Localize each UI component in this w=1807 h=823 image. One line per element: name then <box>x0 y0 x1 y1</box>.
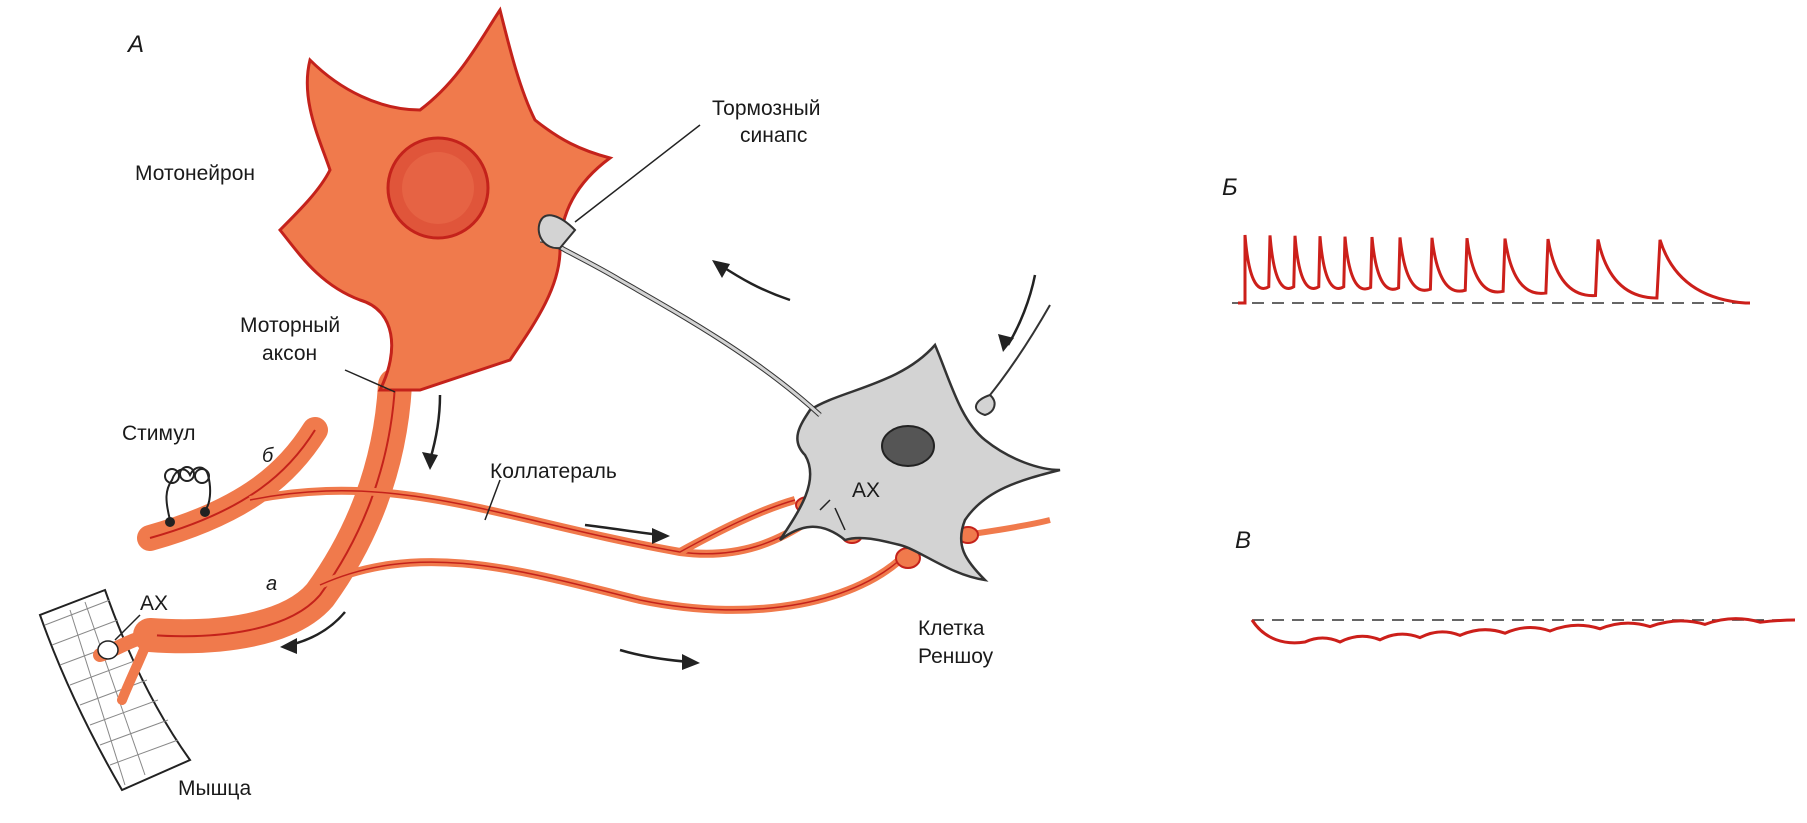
inhibitory-axon-fill <box>539 238 822 417</box>
label-renshaw-1: Клетка <box>918 617 985 640</box>
panel-label-a: А <box>126 31 144 58</box>
label-motoneuron: Мотонейрон <box>135 162 255 185</box>
inhibitory-synapse-terminal <box>537 214 577 250</box>
label-muscle: Мышца <box>178 777 251 800</box>
label-inhibitory-synapse-2: синапс <box>740 124 807 147</box>
trace-v <box>1250 617 1796 645</box>
label-ach-top: АХ <box>852 479 880 502</box>
renshaw-nucleus <box>881 425 935 467</box>
arrowheads <box>280 260 1014 670</box>
label-stimulus: Стимул <box>122 422 195 445</box>
panel-label-v: В <box>1235 527 1251 554</box>
label-motor-axon-1: Моторный <box>240 314 340 337</box>
trace-v-ipsp <box>1250 617 1796 645</box>
label-ach-muscle: АХ <box>140 592 168 615</box>
label-collateral: Коллатераль <box>490 460 617 483</box>
renshaw-input-fiber <box>989 304 1051 396</box>
label-inhibitory-synapse-1: Тормозный <box>712 97 820 120</box>
label-branch-a: а <box>266 573 277 595</box>
label-branch-b: б <box>262 445 274 467</box>
leader-lines <box>114 124 846 641</box>
trace-b <box>1232 234 1750 305</box>
inhibitory-axon <box>539 237 822 417</box>
label-renshaw-2: Реншоу <box>918 645 994 668</box>
trace-b-spikes <box>1238 234 1750 305</box>
renshaw-input-terminal <box>975 393 996 417</box>
nucleus-texture <box>402 152 474 224</box>
neuromuscular-junction <box>97 640 119 660</box>
panel-label-b: Б <box>1222 174 1238 201</box>
label-motor-axon-2: аксон <box>262 342 317 365</box>
stimulus-electrode <box>164 466 212 527</box>
